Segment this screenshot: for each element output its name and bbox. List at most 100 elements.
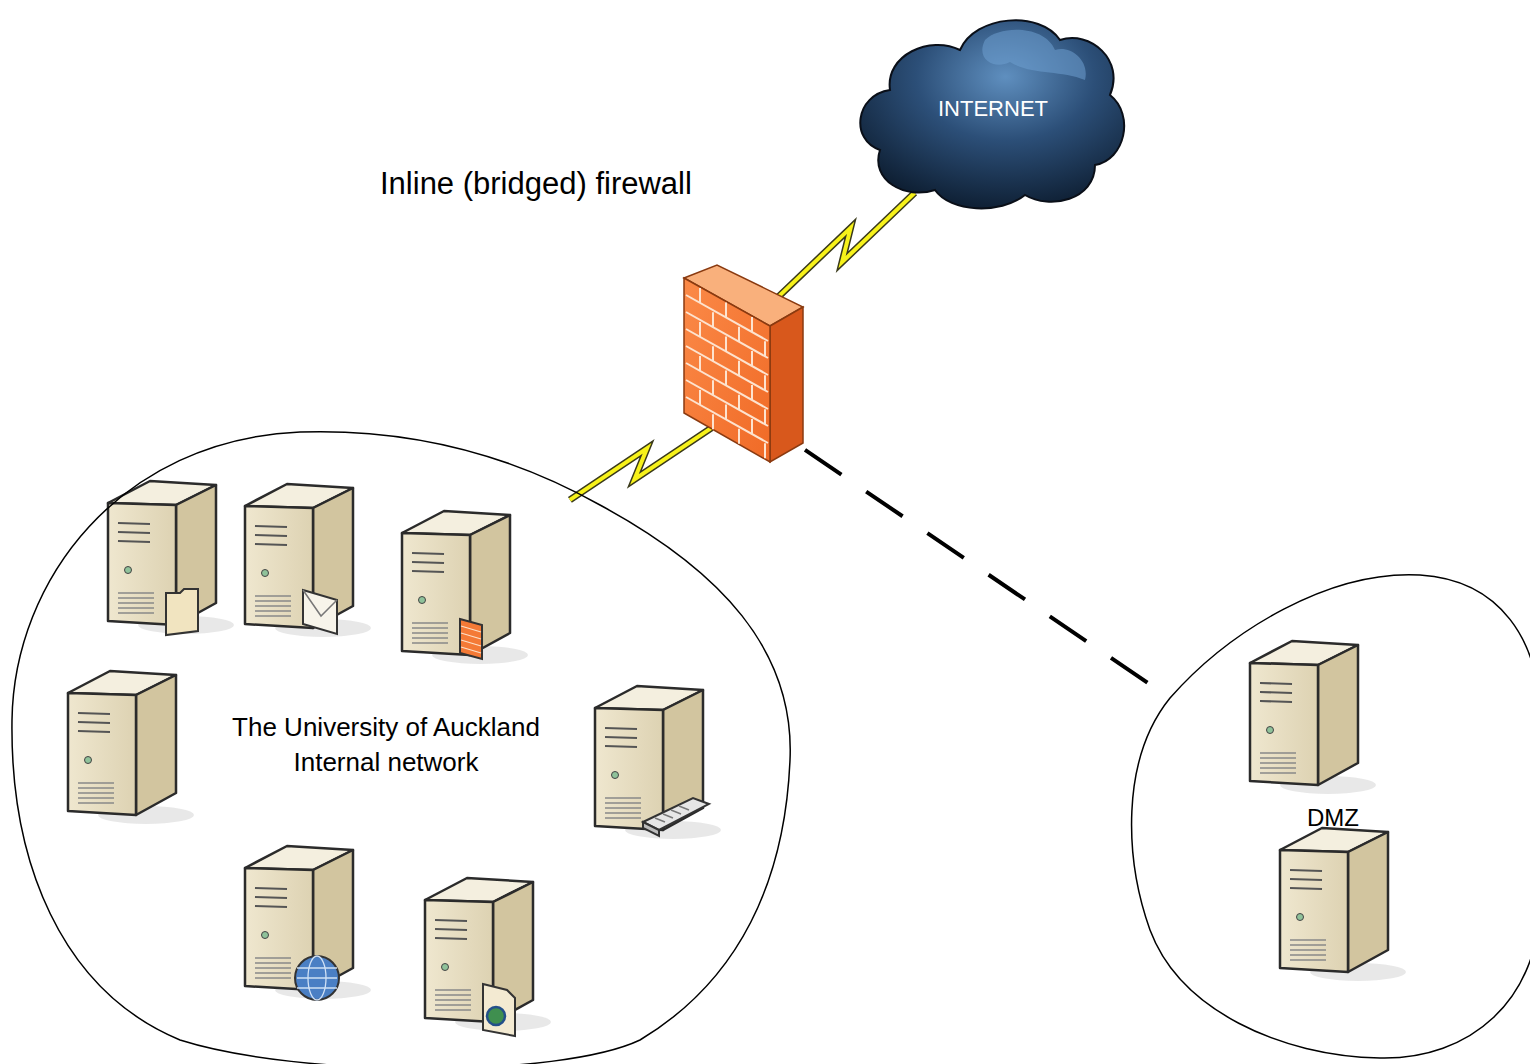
server-led [1297,914,1304,921]
server-grille [605,802,641,804]
brick-joint [725,336,727,351]
blob1-shape [10,428,792,1064]
drive-bay [605,737,637,738]
drive-bay [255,906,287,907]
dmz-region: DMZ [1124,573,1530,1063]
server-grille [118,602,154,604]
drive-bay [118,541,150,542]
server-led [442,964,449,971]
drive-bay [118,523,150,524]
server-grille [435,1009,471,1011]
server-grille [118,592,154,594]
server-icon [595,686,721,839]
lightning-fill [570,428,712,500]
drive-bay [605,746,637,747]
wall-brick [461,647,481,653]
brick-joint [751,351,753,366]
server-grille [435,999,471,1001]
server-grille [1260,752,1296,754]
drive-bay [255,526,287,527]
server-grille [78,797,114,799]
server-grille [255,967,291,969]
server-grille [605,797,641,799]
server-grille [255,610,291,612]
globe-parallel [297,977,337,978]
server-grille [435,989,471,991]
brick-joint [751,385,753,400]
brick-joint [738,361,740,376]
lightning-outline [778,193,915,297]
drive-bay [1290,870,1322,871]
drive-bay [255,535,287,536]
server-led [85,757,92,764]
server-icon [402,511,528,664]
doc-globe [487,1007,505,1025]
brick-joint [738,429,740,444]
server-front [1280,850,1348,972]
server-grille [255,615,291,617]
brick-joint [764,443,766,458]
drive-bay [78,731,110,732]
node-label: INTERNET [898,94,1088,124]
server-icon [108,481,234,635]
server-side [1348,832,1388,972]
brick-joint [699,390,701,405]
server-side [136,675,176,815]
cloud-highlight [982,30,1085,80]
server-grille [255,605,291,607]
server-grille [118,597,154,599]
server-grille [78,792,114,794]
server-grille [1260,762,1296,764]
server-led [1267,727,1274,734]
brick-joint [764,409,766,424]
drive-bay [255,897,287,898]
lightning-fill [778,193,915,297]
node-label: DMZ [1273,802,1393,834]
server-icon [245,846,371,1000]
drive-bay [118,532,150,533]
tape-slot [655,818,665,822]
drive-bay [435,929,467,930]
brick-joint [738,395,740,410]
node-label: The University of Auckland Internal netw… [196,710,576,780]
server-grille [412,642,448,644]
firewall-front [684,278,770,462]
server-grille [1260,767,1296,769]
server-icon [1280,828,1406,981]
server-grille [435,1004,471,1006]
folder-badge [166,589,198,635]
brick-joint [764,375,766,390]
drive-bay [78,713,110,714]
server-grille [255,972,291,974]
server-grille [412,632,448,634]
server-led [419,597,426,604]
globe-badge [295,956,339,1000]
internal-network-region: The University of Auckland Internal netw… [10,428,792,1064]
internet-cloud: INTERNET [858,2,1128,214]
brick-course [686,397,768,443]
server-grille [118,607,154,609]
firewall-side [770,307,803,462]
server-grille [1290,939,1326,941]
brick-joint [764,341,766,356]
server-front [595,708,663,830]
tape-badge [643,798,709,830]
node-label: Inline (bridged) firewall [380,163,692,205]
server-grille [118,612,154,614]
server-grille [1260,772,1296,774]
brick-joint [699,288,701,303]
server-grille [605,807,641,809]
lightning-link [570,428,712,500]
internal-network-outline [12,432,790,1064]
server-front [68,693,136,815]
dmz-outline [1132,575,1530,1058]
server-front [1250,663,1318,785]
dashed-link [805,450,1170,698]
wall-brick [461,626,481,632]
brick-joint [699,322,701,337]
drive-bay [412,571,444,572]
server-grille [1290,949,1326,951]
brick-joint [751,317,753,332]
